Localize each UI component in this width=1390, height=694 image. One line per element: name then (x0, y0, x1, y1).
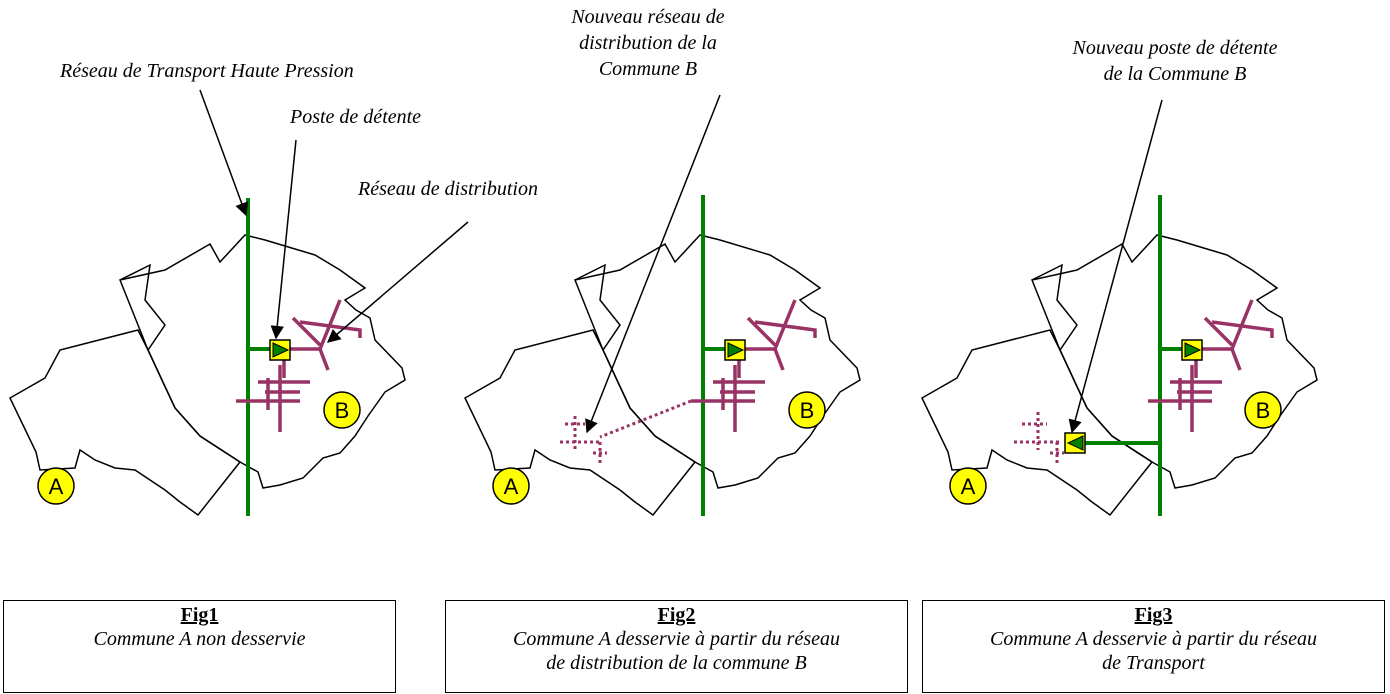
caption-fig1: Fig1 Commune A non desservie (3, 600, 396, 693)
commune-a-badge: A (492, 467, 530, 505)
commune-b-label: B (335, 398, 350, 423)
distribution-network (1148, 299, 1274, 432)
commune-a-label: A (961, 474, 976, 499)
commune-a-badge: A (37, 467, 75, 505)
caption-fig3: Fig3 Commune A desservie à partir du rés… (922, 600, 1385, 693)
commune-a-outline (9, 263, 242, 517)
commune-a-badge: A (949, 467, 987, 505)
caption-fig2-title: Fig2 (657, 604, 696, 626)
commune-a-label: A (49, 474, 64, 499)
caption-fig1-title: Fig1 (180, 604, 219, 626)
callout-transport-network: Réseau de Transport Haute Pression (60, 60, 354, 82)
callout-new-distribution-line2: distribution de la (579, 32, 717, 54)
commune-b-badge: B (323, 391, 361, 429)
callout-new-distribution: Nouveau réseau de distribution de la Com… (538, 4, 758, 82)
new-distribution-network (560, 399, 692, 466)
commune-a-label: A (504, 474, 519, 499)
figure-1: A B (9, 89, 469, 517)
caption-fig1-text: Commune A non desservie (93, 628, 306, 650)
figure-3: A B (921, 99, 1318, 517)
distribution-network (691, 299, 817, 432)
caption-fig2: Fig2 Commune A desservie à partir du rés… (445, 600, 908, 693)
commune-b-badge: B (1244, 391, 1282, 429)
callout-pressure-station: Poste de détente (290, 106, 422, 128)
pressure-reduction-station (269, 339, 291, 361)
new-pressure-reduction-station (1064, 432, 1086, 454)
callout-new-distribution-line3: Commune B (598, 58, 698, 80)
callout-new-distribution-line1: Nouveau réseau de (571, 6, 725, 28)
arrow-new-station (1068, 99, 1163, 434)
commune-a-outline (921, 263, 1154, 517)
figure-2: A B (464, 94, 861, 517)
pressure-reduction-station (724, 339, 746, 361)
caption-fig3-line2: de Transport (1102, 652, 1205, 674)
caption-fig3-title: Fig3 (1134, 604, 1173, 626)
commune-a-outline (464, 263, 697, 517)
pressure-reduction-station (1181, 339, 1203, 361)
caption-fig2-line2: de distribution de la commune B (546, 652, 807, 674)
commune-b-badge: B (788, 391, 826, 429)
callout-distribution-network: Réseau de distribution (358, 178, 538, 200)
arrow-distribution (326, 221, 469, 343)
commune-b-outline (1030, 234, 1318, 489)
new-distribution-network (1014, 412, 1064, 466)
caption-fig3-line1: Commune A desservie à partir du réseau (989, 628, 1317, 650)
caption-fig2-line1: Commune A desservie à partir du réseau (512, 628, 840, 650)
callout-new-station-line1: Nouveau poste de détente (1072, 37, 1278, 59)
commune-b-outline (118, 234, 406, 489)
arrow-new-distribution (585, 94, 721, 434)
commune-b-label: B (800, 398, 815, 423)
callout-new-station-line2: de la Commune B (1103, 63, 1247, 85)
arrow-station (270, 139, 297, 340)
callout-new-station: Nouveau poste de détente de la Commune B (1035, 35, 1315, 87)
arrow-transport (199, 89, 249, 217)
commune-b-label: B (1256, 398, 1271, 423)
commune-b-outline (573, 234, 861, 489)
distribution-network (236, 299, 362, 432)
